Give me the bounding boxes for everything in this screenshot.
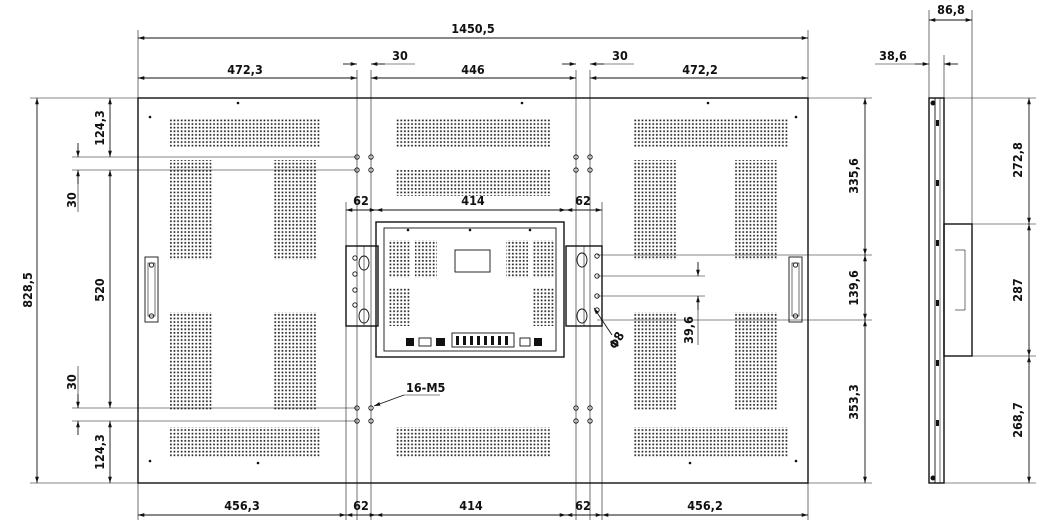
- dim-bottom-left-offset: 124,3: [92, 434, 107, 470]
- front-dimensions: 1450,5 472,3 446 472,2 30 30 828,5 124,3…: [20, 21, 872, 520]
- dim-bottom-seg-5: 456,2: [687, 498, 723, 513]
- side-dimensions: 86,8 38,6 272,8 287 268,7: [875, 2, 1036, 484]
- callout-screws: 16-M5: [406, 380, 446, 395]
- dim-overall-width: 1450,5: [451, 21, 495, 36]
- front-view: [72, 70, 809, 520]
- dim-left-gap-top: 30: [64, 192, 79, 208]
- dim-top-seg-1: 472,3: [227, 62, 263, 77]
- dim-side-depth: 86,8: [937, 2, 965, 17]
- vent-grid: [735, 312, 778, 410]
- left-bracket: [345, 245, 379, 327]
- vent-grid: [273, 160, 316, 260]
- vent-grid: [396, 170, 551, 196]
- vent-grid: [633, 312, 676, 410]
- vent-grid: [633, 427, 788, 457]
- vent-grid: [170, 427, 320, 457]
- dim-side-thickness: 38,6: [879, 48, 907, 63]
- dim-top-seg-2: 446: [461, 62, 485, 77]
- dim-left-gap-bottom: 30: [64, 374, 79, 390]
- dim-top-gap-b: 30: [612, 48, 628, 63]
- left-handle: [144, 256, 159, 323]
- dim-bottom-seg-2: 62: [353, 498, 369, 513]
- right-bracket: [565, 245, 603, 327]
- dim-top-gap-a: 30: [392, 48, 408, 63]
- dim-side-lower: 268,7: [1010, 402, 1025, 438]
- mount-box: [375, 221, 565, 358]
- dim-bracket-right: 62: [575, 193, 591, 208]
- dim-bottom-seg-4: 62: [575, 498, 591, 513]
- dim-bottom-seg-1: 456,3: [224, 498, 260, 513]
- dim-vertical-spacing: 520: [92, 278, 107, 302]
- side-view: [928, 97, 973, 484]
- m5-holes: [72, 70, 593, 520]
- panel-outline: [137, 97, 809, 484]
- dim-top-seg-3: 472,2: [682, 62, 718, 77]
- dim-bottom-seg-3: 414: [459, 498, 483, 513]
- dim-bracket-left: 62: [353, 193, 369, 208]
- vent-grid: [633, 160, 676, 260]
- dim-hole-pitch: 39,6: [681, 316, 696, 344]
- dim-right-upper: 335,6: [846, 158, 861, 194]
- dim-bracket-center: 414: [461, 193, 485, 208]
- vent-grid: [273, 312, 316, 410]
- right-handle: [788, 256, 803, 323]
- vent-grid: [170, 312, 213, 410]
- vent-grid: [735, 160, 778, 260]
- dim-overall-height: 828,5: [20, 272, 35, 308]
- vent-grid: [396, 427, 551, 457]
- dim-top-left-offset: 124,3: [92, 110, 107, 146]
- vent-grid: [396, 118, 551, 148]
- screw-dots: [148, 101, 798, 465]
- dim-side-middle: 287: [1010, 278, 1025, 301]
- dim-right-mount-span: 139,6: [846, 270, 861, 306]
- vent-grid: [633, 118, 788, 148]
- dim-right-lower: 353,3: [846, 384, 861, 420]
- vent-grid: [170, 160, 213, 260]
- dim-side-upper: 272,8: [1010, 142, 1025, 178]
- vent-grid: [170, 118, 320, 148]
- dim-hole-dia: Φ8: [606, 329, 628, 352]
